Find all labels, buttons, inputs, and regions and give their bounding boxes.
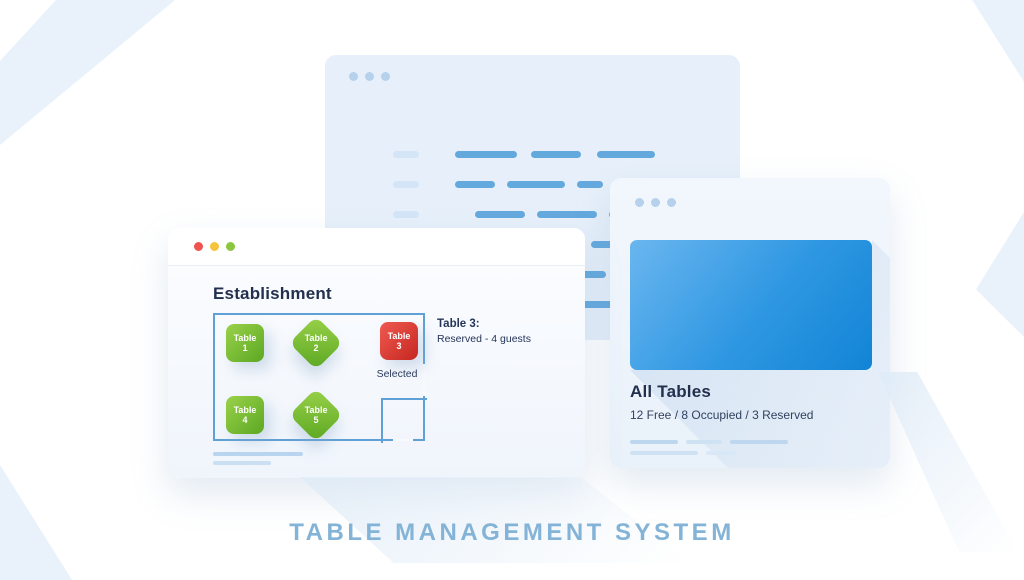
partition-wall (381, 398, 427, 400)
table-label: Table (233, 404, 257, 415)
skeleton-line (597, 151, 655, 158)
skeleton-line (213, 461, 271, 465)
table-1-chip[interactable]: Table 1 (226, 324, 264, 362)
table-5-chip[interactable]: Table 5 (289, 388, 343, 442)
table-number: 5 (313, 415, 319, 425)
selected-table-label: Selected (376, 368, 418, 380)
floor-plan: Table 1 Table 2 Table 3 Table 4 (213, 313, 427, 443)
window-dot-icon (381, 72, 390, 81)
floor-map-preview[interactable] (630, 240, 872, 370)
maximize-window-icon (226, 242, 235, 251)
skeleton-line (455, 151, 517, 158)
table-label: Table (387, 330, 411, 341)
table-label: Table (304, 332, 328, 343)
door-opening (423, 364, 425, 396)
skeleton-line (507, 181, 565, 188)
window-dot-icon (349, 72, 358, 81)
table-number: 4 (242, 415, 248, 425)
edge-ribbon-right (976, 212, 1024, 337)
table-3-chip[interactable]: Table 3 (380, 322, 418, 360)
skeleton-line (537, 211, 597, 218)
table-annotation: Table 3: Reserved - 4 guests (437, 318, 567, 345)
partition-wall (381, 398, 383, 443)
table-number: 3 (396, 341, 402, 351)
skeleton-line (686, 440, 722, 444)
skeleton-line (455, 181, 495, 188)
annotation-title: Table 3: (437, 318, 480, 330)
skeleton-line (531, 151, 581, 158)
skeleton-line (577, 181, 603, 188)
tables-summary: 12 Free / 8 Occupied / 3 Reserved (630, 408, 814, 422)
skeleton-line (706, 451, 736, 455)
skeleton-line (630, 451, 698, 455)
establishment-window: Establishment Table 1 Table 2 (168, 228, 585, 478)
table-2-chip[interactable]: Table 2 (289, 316, 343, 370)
annotation-detail: Reserved - 4 guests (437, 333, 531, 345)
all-tables-title: All Tables (630, 382, 712, 401)
skeleton-line (475, 211, 525, 218)
table-label: Table (233, 332, 257, 343)
skeleton-line (630, 440, 678, 444)
window-titlebar (168, 228, 585, 266)
table-4-chip[interactable]: Table 4 (226, 396, 264, 434)
table-label: Table (304, 404, 328, 415)
door-opening (393, 439, 413, 441)
minimize-window-icon (210, 242, 219, 251)
skeleton-line (577, 301, 617, 308)
table-number: 2 (313, 343, 319, 353)
all-tables-window: All Tables 12 Free / 8 Occupied / 3 Rese… (610, 178, 890, 468)
skeleton-line (393, 151, 419, 158)
close-window-icon (194, 242, 203, 251)
window-dots (349, 72, 390, 81)
establishment-title: Establishment (213, 284, 332, 303)
skeleton-line (730, 440, 788, 444)
skeleton-line (393, 211, 419, 218)
corner-ribbon-top-left (0, 0, 175, 145)
corner-ribbon-top-right (972, 0, 1024, 82)
table-number: 1 (242, 343, 248, 353)
traffic-lights (194, 242, 235, 251)
window-dot-icon (365, 72, 374, 81)
page-title: TABLE MANAGEMENT SYSTEM (289, 519, 735, 546)
skeleton-line (213, 452, 303, 456)
skeleton-line (393, 181, 419, 188)
